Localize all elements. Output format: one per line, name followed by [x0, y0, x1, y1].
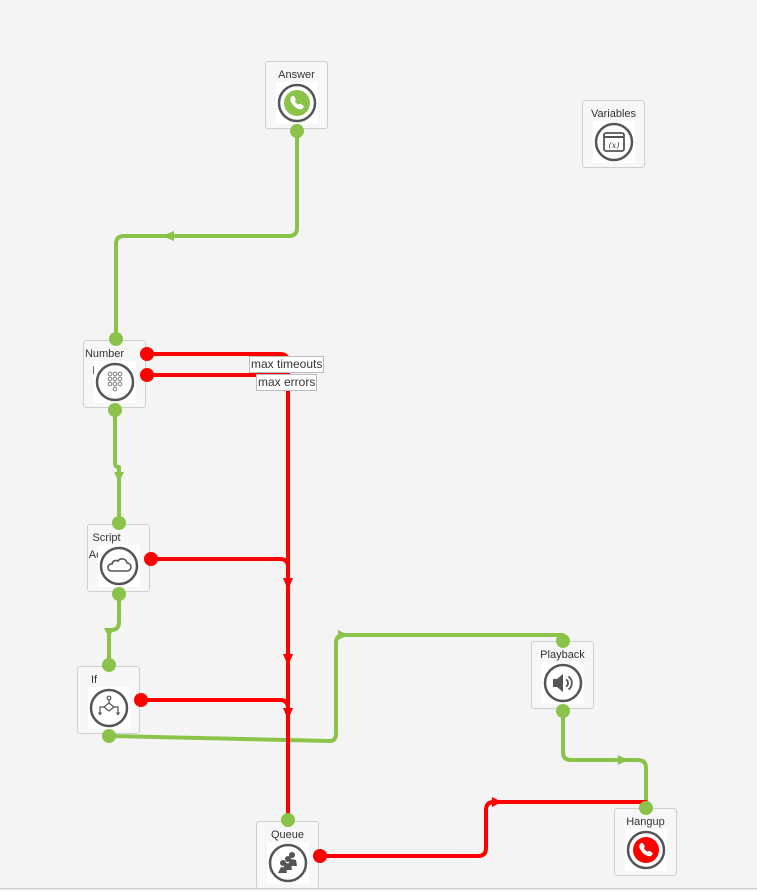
- edge-label-max-timeouts: max timeouts: [249, 356, 325, 373]
- arrow-marker: [338, 630, 348, 640]
- canvas-bottom-border: [0, 888, 757, 889]
- arrow-marker: [104, 628, 114, 638]
- edge-label-max-errors: max errors: [256, 374, 318, 391]
- node-label: If: [90, 674, 98, 686]
- node-hangup[interactable]: Hangup: [614, 808, 677, 876]
- node-script-access[interactable]: Script Access: [87, 524, 150, 592]
- node-label: Answer: [278, 69, 315, 81]
- connector-number-input-max-timeouts[interactable]: [145, 352, 290, 822]
- connector-if-to-playback[interactable]: [107, 633, 565, 743]
- node-label: Variables: [590, 108, 637, 120]
- connector-playback-to-hangup[interactable]: [561, 709, 648, 810]
- node-variables[interactable]: Variables (x): [582, 100, 645, 168]
- variables-icon: (x): [594, 122, 634, 162]
- cloud-icon: [99, 546, 139, 586]
- svg-text:(x): (x): [609, 141, 620, 150]
- node-number-input[interactable]: Number Input: [83, 340, 146, 408]
- arrow-marker: [618, 755, 628, 765]
- queue-people-icon: [268, 843, 308, 883]
- connector-number-input-to-script-access[interactable]: [113, 408, 121, 525]
- arrow-marker: [283, 578, 293, 590]
- phone-hangup-icon: [626, 830, 666, 870]
- branch-icon: [89, 688, 129, 728]
- node-label: Hangup: [626, 816, 665, 828]
- speaker-icon: [543, 663, 583, 703]
- arrow-marker: [162, 231, 174, 241]
- node-answer[interactable]: Answer: [265, 61, 328, 129]
- arrow-marker: [492, 797, 502, 807]
- node-label: Playback: [540, 649, 585, 661]
- connector-script-access-failure[interactable]: [149, 557, 290, 582]
- arrow-marker: [283, 654, 293, 666]
- phone-answer-icon: [277, 83, 317, 123]
- arrow-marker: [114, 472, 124, 482]
- connector-if-failure[interactable]: [139, 698, 290, 718]
- keypad-icon: [95, 362, 135, 402]
- connector-queue-to-hangup[interactable]: [318, 800, 648, 858]
- connector-answer-to-number-input[interactable]: [114, 129, 299, 341]
- arrow-marker: [283, 708, 293, 720]
- node-if[interactable]: If: [77, 666, 140, 734]
- node-queue[interactable]: Queue: [256, 821, 319, 889]
- node-label: Queue: [270, 829, 305, 841]
- node-playback[interactable]: Playback: [531, 641, 594, 709]
